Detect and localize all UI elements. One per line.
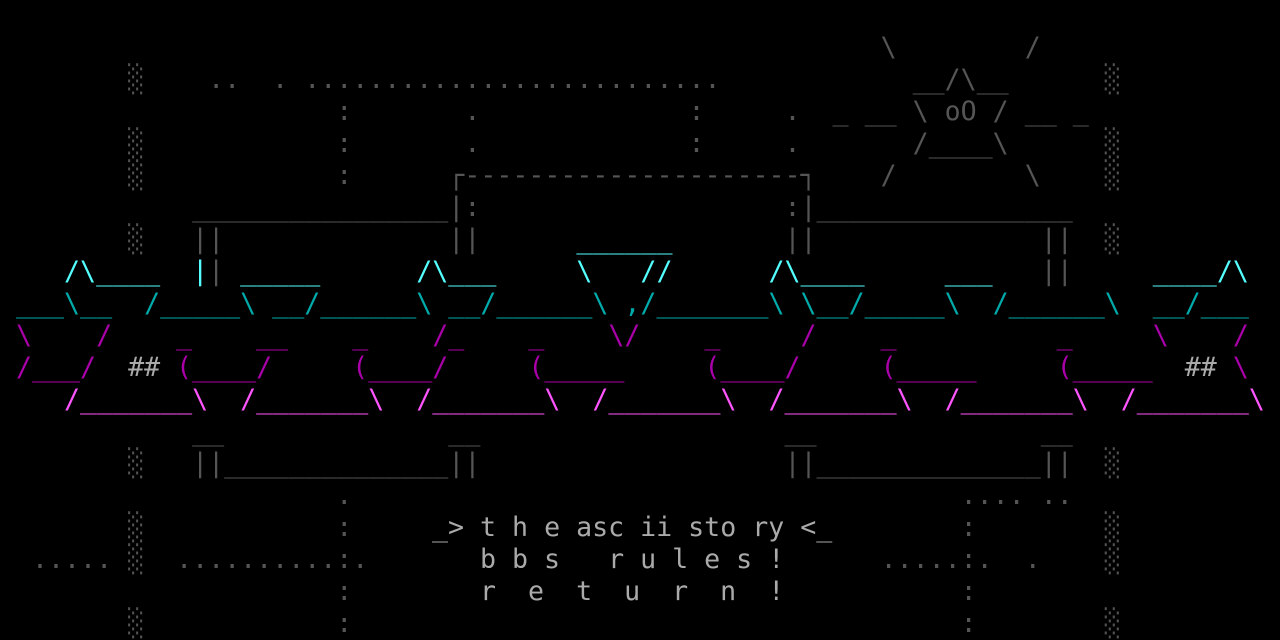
art-row <box>0 224 1280 256</box>
art-row: __ __ __ __ <box>0 416 1073 447</box>
art-row: ░ : : ░ <box>0 608 1121 639</box>
art-row: : : <box>0 576 977 607</box>
art-row: : . : . _ __ \ oO / __ _ <box>0 96 1089 127</box>
art-row <box>0 128 1280 160</box>
art-row: || || <box>0 256 1073 287</box>
art-row: /_______\ /_______\ /_______\ /_______\ … <box>0 384 1265 415</box>
art-row: ## ## <box>0 352 1217 383</box>
art-row: . .... .. <box>0 480 1073 511</box>
art-row: \ / _ __ _ /_ _ \/ _ / _ _ \ / <box>0 320 1249 351</box>
art-row: ___\__ /_____\ __/______\ __/______\ ,/_… <box>0 288 1249 319</box>
art-row: ..... ░ ..........:. .....:. . ░ <box>0 544 1121 575</box>
tagline-text: _> t h e asc ii sto ry <_ <box>432 512 833 543</box>
art-row: /___/ (____/ (____/ (_____ (____/ (_____… <box>0 352 1249 383</box>
art-row <box>0 192 1280 224</box>
art-row: ░ : : ░ <box>0 512 1121 543</box>
art-row: ░ .. . .......................... __/\__… <box>0 64 1121 95</box>
art-row: ______ <box>0 224 673 255</box>
art-row: ░ : ┌---------------------┐ / \ ░ <box>0 160 1121 191</box>
art-row <box>0 96 1280 128</box>
bbs-rules-text: b b s r u l e s ! <box>480 544 785 575</box>
art-row: \ / <box>0 32 1041 63</box>
art-row <box>0 0 1280 32</box>
art-row <box>0 160 1280 192</box>
art-row <box>0 32 1280 64</box>
return-prompt[interactable]: r e t u r n ! <box>480 576 785 607</box>
art-row <box>0 288 1280 320</box>
art-row <box>0 320 1280 352</box>
art-row: ░ : . : . /____\ ░ <box>0 128 1121 159</box>
art-row <box>0 64 1280 96</box>
art-row: /\____ | _____ /\___ \ // /\____ ___ ___… <box>0 256 1249 287</box>
art-row: ░ || || || || ░ <box>0 224 1121 255</box>
art-row <box>0 256 1280 288</box>
art-row: ________________|: :|________________ <box>0 192 1073 223</box>
art-row: ░ ||______________|| ||______________|| … <box>0 448 1121 479</box>
